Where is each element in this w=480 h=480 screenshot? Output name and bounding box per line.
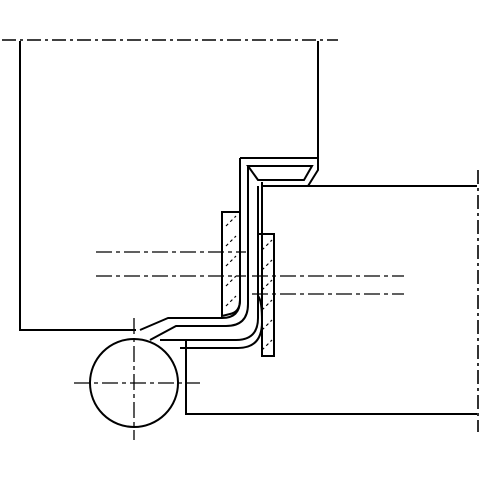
right-panel <box>185 185 477 415</box>
hinge-knuckle <box>74 318 200 440</box>
hinge-leaf-lower <box>160 186 259 341</box>
left-block-hatching <box>225 215 237 307</box>
left-panel <box>19 41 319 331</box>
right-mounting-block <box>257 233 275 357</box>
left-block-outline <box>221 211 241 318</box>
hinge-leaf <box>139 158 263 349</box>
hinge-leaf-outer <box>139 158 241 331</box>
left-mounting-block <box>221 211 241 318</box>
right-block-hatching <box>261 239 273 351</box>
hinge-leaf-inner <box>149 166 249 341</box>
top-channel-inner <box>246 165 314 181</box>
top-channel-clip <box>240 157 319 187</box>
right-block-outline <box>257 233 275 357</box>
screw-center-lines <box>96 251 404 295</box>
top-channel-outer <box>240 157 319 187</box>
